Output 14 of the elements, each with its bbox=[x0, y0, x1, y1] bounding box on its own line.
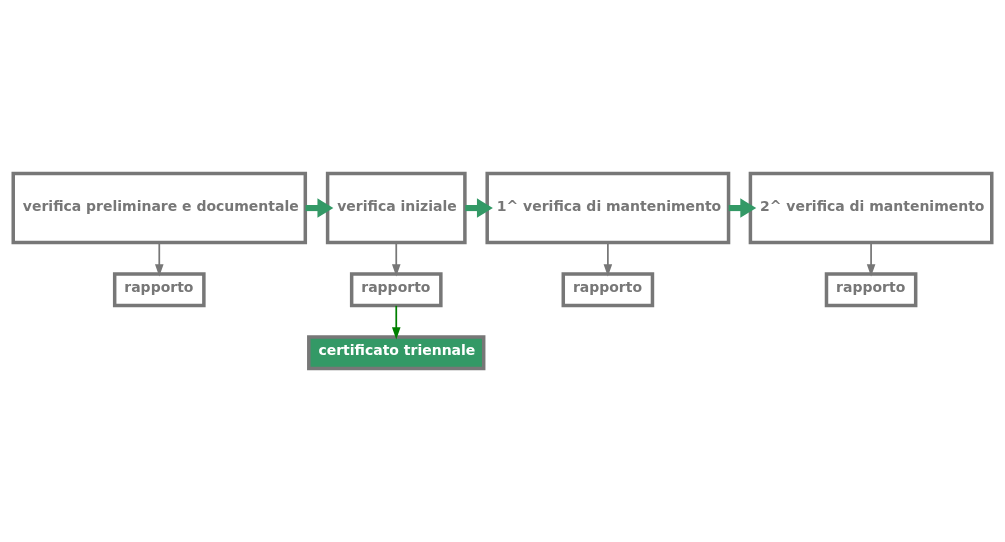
node-box: rapporto bbox=[561, 272, 655, 308]
arrow bbox=[391, 241, 401, 277]
node-box: 2^ verifica di mantenimento bbox=[748, 171, 994, 245]
node-box: verifica preliminare e documentale bbox=[11, 171, 308, 245]
arrow bbox=[866, 241, 876, 277]
node-box: 1^ verifica di mantenimento bbox=[485, 171, 731, 245]
arrow bbox=[603, 241, 613, 277]
arrow bbox=[154, 241, 164, 277]
node-box: certificato triennale bbox=[307, 335, 486, 371]
node-box: rapporto bbox=[112, 272, 206, 308]
arrow bbox=[391, 304, 401, 340]
node-box: rapporto bbox=[824, 272, 918, 308]
node-box: verifica iniziale bbox=[325, 171, 467, 245]
node-box: rapporto bbox=[349, 272, 443, 308]
